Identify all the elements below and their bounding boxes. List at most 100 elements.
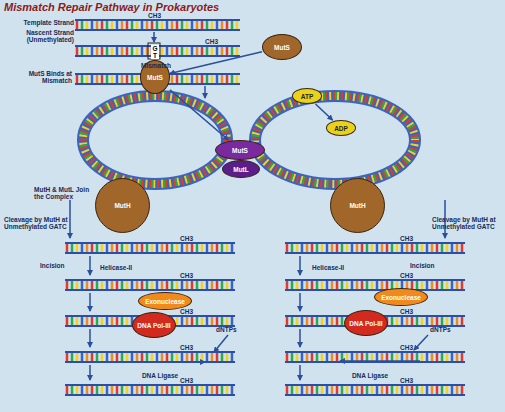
base-pair bbox=[461, 280, 464, 290]
connector-arrow bbox=[170, 90, 228, 140]
base-pair bbox=[296, 243, 299, 253]
base-pair bbox=[306, 280, 309, 290]
base-pair bbox=[446, 316, 449, 326]
base-pair bbox=[161, 385, 164, 395]
node-label: DNA Pol-III bbox=[349, 320, 382, 327]
base-pair bbox=[136, 280, 139, 290]
base-pair bbox=[196, 243, 199, 253]
base-pair bbox=[216, 74, 219, 84]
text-label: T bbox=[151, 52, 159, 59]
base-pair bbox=[221, 243, 224, 253]
base-pair bbox=[116, 280, 119, 290]
base-pair bbox=[231, 243, 234, 253]
base-pair bbox=[226, 280, 229, 290]
base-pair bbox=[211, 20, 214, 30]
base-pair bbox=[396, 316, 399, 326]
base-pair bbox=[206, 243, 209, 253]
dna-backbone bbox=[65, 289, 235, 291]
base-pair bbox=[181, 385, 184, 395]
base-pair bbox=[231, 316, 234, 326]
mismatch-box bbox=[148, 43, 160, 59]
base-pair bbox=[201, 352, 204, 362]
text-label: Helicase-II bbox=[312, 264, 362, 271]
text-label: CH3 bbox=[180, 272, 200, 279]
protein-shape: MutS bbox=[215, 140, 265, 160]
base-pair bbox=[71, 243, 74, 253]
base-pair bbox=[121, 352, 124, 362]
base-pair bbox=[411, 316, 414, 326]
text-label: CH3 bbox=[400, 377, 420, 384]
base-pair bbox=[426, 280, 429, 290]
base-pair bbox=[451, 385, 454, 395]
base-pair bbox=[151, 280, 154, 290]
base-pair bbox=[426, 385, 429, 395]
base-pair bbox=[166, 280, 169, 290]
base-pair bbox=[211, 316, 214, 326]
node-label: ADP bbox=[334, 125, 348, 132]
base-pair bbox=[141, 20, 144, 30]
base-pair bbox=[216, 385, 219, 395]
protein-shape: MutL bbox=[222, 160, 260, 178]
base-pair bbox=[201, 280, 204, 290]
base-pair bbox=[416, 316, 419, 326]
base-pair bbox=[366, 385, 369, 395]
base-pair bbox=[346, 280, 349, 290]
text-label: MutH & MutL Join the Complex bbox=[34, 186, 94, 200]
base-pair bbox=[81, 352, 84, 362]
base-pair bbox=[211, 74, 214, 84]
base-pair bbox=[71, 385, 74, 395]
base-pair bbox=[286, 280, 289, 290]
base-pair bbox=[421, 280, 424, 290]
text-label: Incision bbox=[410, 262, 450, 269]
base-pair bbox=[181, 280, 184, 290]
base-pair bbox=[166, 20, 169, 30]
dna-backbone bbox=[285, 384, 465, 386]
base-pair bbox=[216, 20, 219, 30]
base-pair bbox=[66, 352, 69, 362]
base-pair bbox=[206, 280, 209, 290]
base-pair bbox=[291, 243, 294, 253]
base-pair bbox=[66, 316, 69, 326]
base-pair bbox=[111, 280, 114, 290]
text-label: Cleavage by MutH at Unmethylated GATC bbox=[432, 216, 502, 230]
base-pair bbox=[96, 385, 99, 395]
base-pair bbox=[136, 352, 139, 362]
node-texts: MutL bbox=[233, 166, 249, 173]
base-pair bbox=[316, 316, 319, 326]
base-pair bbox=[126, 280, 129, 290]
base-pair bbox=[316, 280, 319, 290]
base-pair bbox=[286, 385, 289, 395]
base-pair bbox=[421, 243, 424, 253]
base-pair bbox=[436, 280, 439, 290]
base-pair bbox=[371, 385, 374, 395]
base-pair bbox=[461, 385, 464, 395]
base-pair bbox=[366, 280, 369, 290]
base-pair bbox=[231, 352, 234, 362]
base-pair bbox=[156, 352, 159, 362]
base-pair bbox=[426, 352, 429, 362]
base-pair bbox=[431, 316, 434, 326]
base-pair bbox=[71, 280, 74, 290]
base-pair bbox=[341, 385, 344, 395]
base-pair bbox=[206, 385, 209, 395]
base-pair bbox=[86, 316, 89, 326]
base-pair bbox=[301, 352, 304, 362]
base-pair bbox=[151, 243, 154, 253]
base-pair bbox=[126, 20, 129, 30]
base-pair bbox=[351, 280, 354, 290]
base-pair bbox=[141, 280, 144, 290]
base-pair bbox=[461, 352, 464, 362]
base-pair bbox=[236, 20, 239, 30]
base-pair bbox=[226, 74, 229, 84]
base-pair bbox=[311, 243, 314, 253]
node-texts: MutS bbox=[274, 44, 290, 51]
text-label: dNTPs bbox=[430, 326, 460, 333]
dna-backbone bbox=[65, 351, 235, 353]
dna-backbone bbox=[285, 394, 465, 396]
base-pair bbox=[166, 352, 169, 362]
base-pair bbox=[306, 385, 309, 395]
base-pair bbox=[436, 385, 439, 395]
base-pair bbox=[86, 243, 89, 253]
base-pair bbox=[306, 352, 309, 362]
base-pair bbox=[66, 385, 69, 395]
